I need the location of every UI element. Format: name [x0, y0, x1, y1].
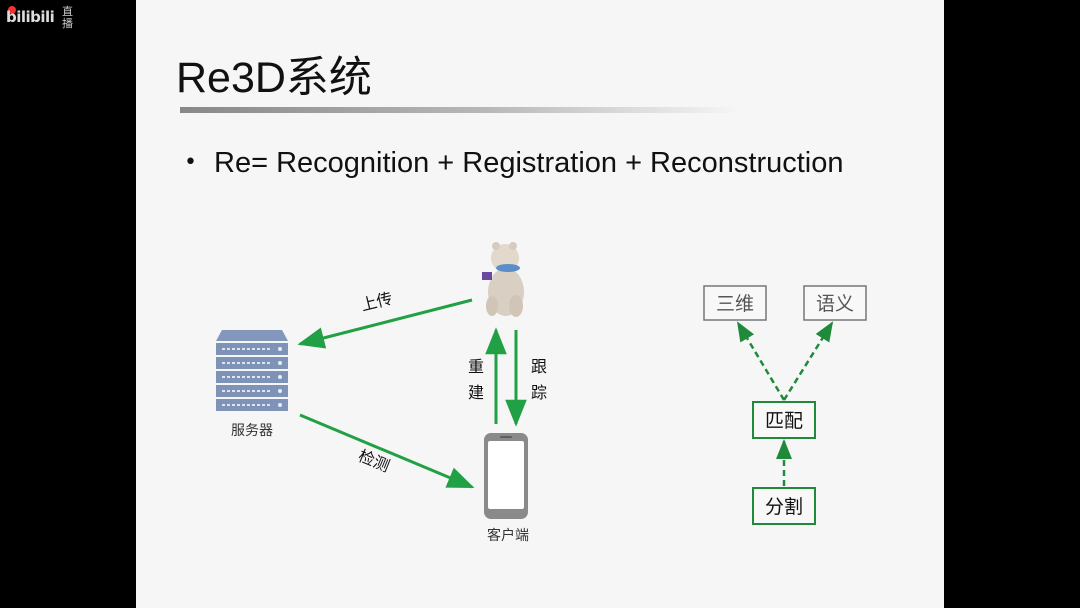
track-label-1: 跟 [531, 357, 547, 376]
title-underline [180, 107, 740, 113]
track-label-2: 踪 [531, 383, 547, 402]
box-3d-label: 三维 [716, 293, 754, 315]
box-match-label: 匹配 [765, 410, 803, 432]
bullet-icon: • [184, 150, 197, 175]
live-badge-icon [8, 6, 16, 14]
slide-title: Re3D系统 [176, 54, 372, 102]
reconstruct-label-1: 重 [468, 357, 484, 376]
bilibili-logo: bilibili [6, 8, 55, 26]
box-semantic [803, 285, 867, 321]
detect-arrow [299, 413, 475, 489]
match-to-semantic-arrow [782, 321, 834, 401]
bilibili-watermark: bilibili 直播 [6, 6, 78, 32]
upload-arrow [297, 298, 473, 349]
client-label: 客户端 [487, 527, 529, 544]
server-rack-icon [216, 330, 288, 411]
bear-figurine-image [482, 242, 524, 317]
match-to-3d-arrow [736, 321, 786, 401]
box-semantic-label: 语义 [816, 293, 854, 315]
box-3d [703, 285, 767, 321]
live-label: 直播 [62, 5, 73, 30]
server-label: 服务器 [231, 423, 273, 439]
bullet-text: Re= Recognition + Registration + Reconst… [214, 147, 844, 179]
box-segment [752, 487, 816, 525]
reconstruct-label-2: 建 [468, 383, 484, 402]
smartphone-icon [484, 433, 528, 519]
box-segment-label: 分割 [765, 496, 803, 518]
box-match [752, 401, 816, 439]
upload-label: 上传 [359, 289, 395, 315]
